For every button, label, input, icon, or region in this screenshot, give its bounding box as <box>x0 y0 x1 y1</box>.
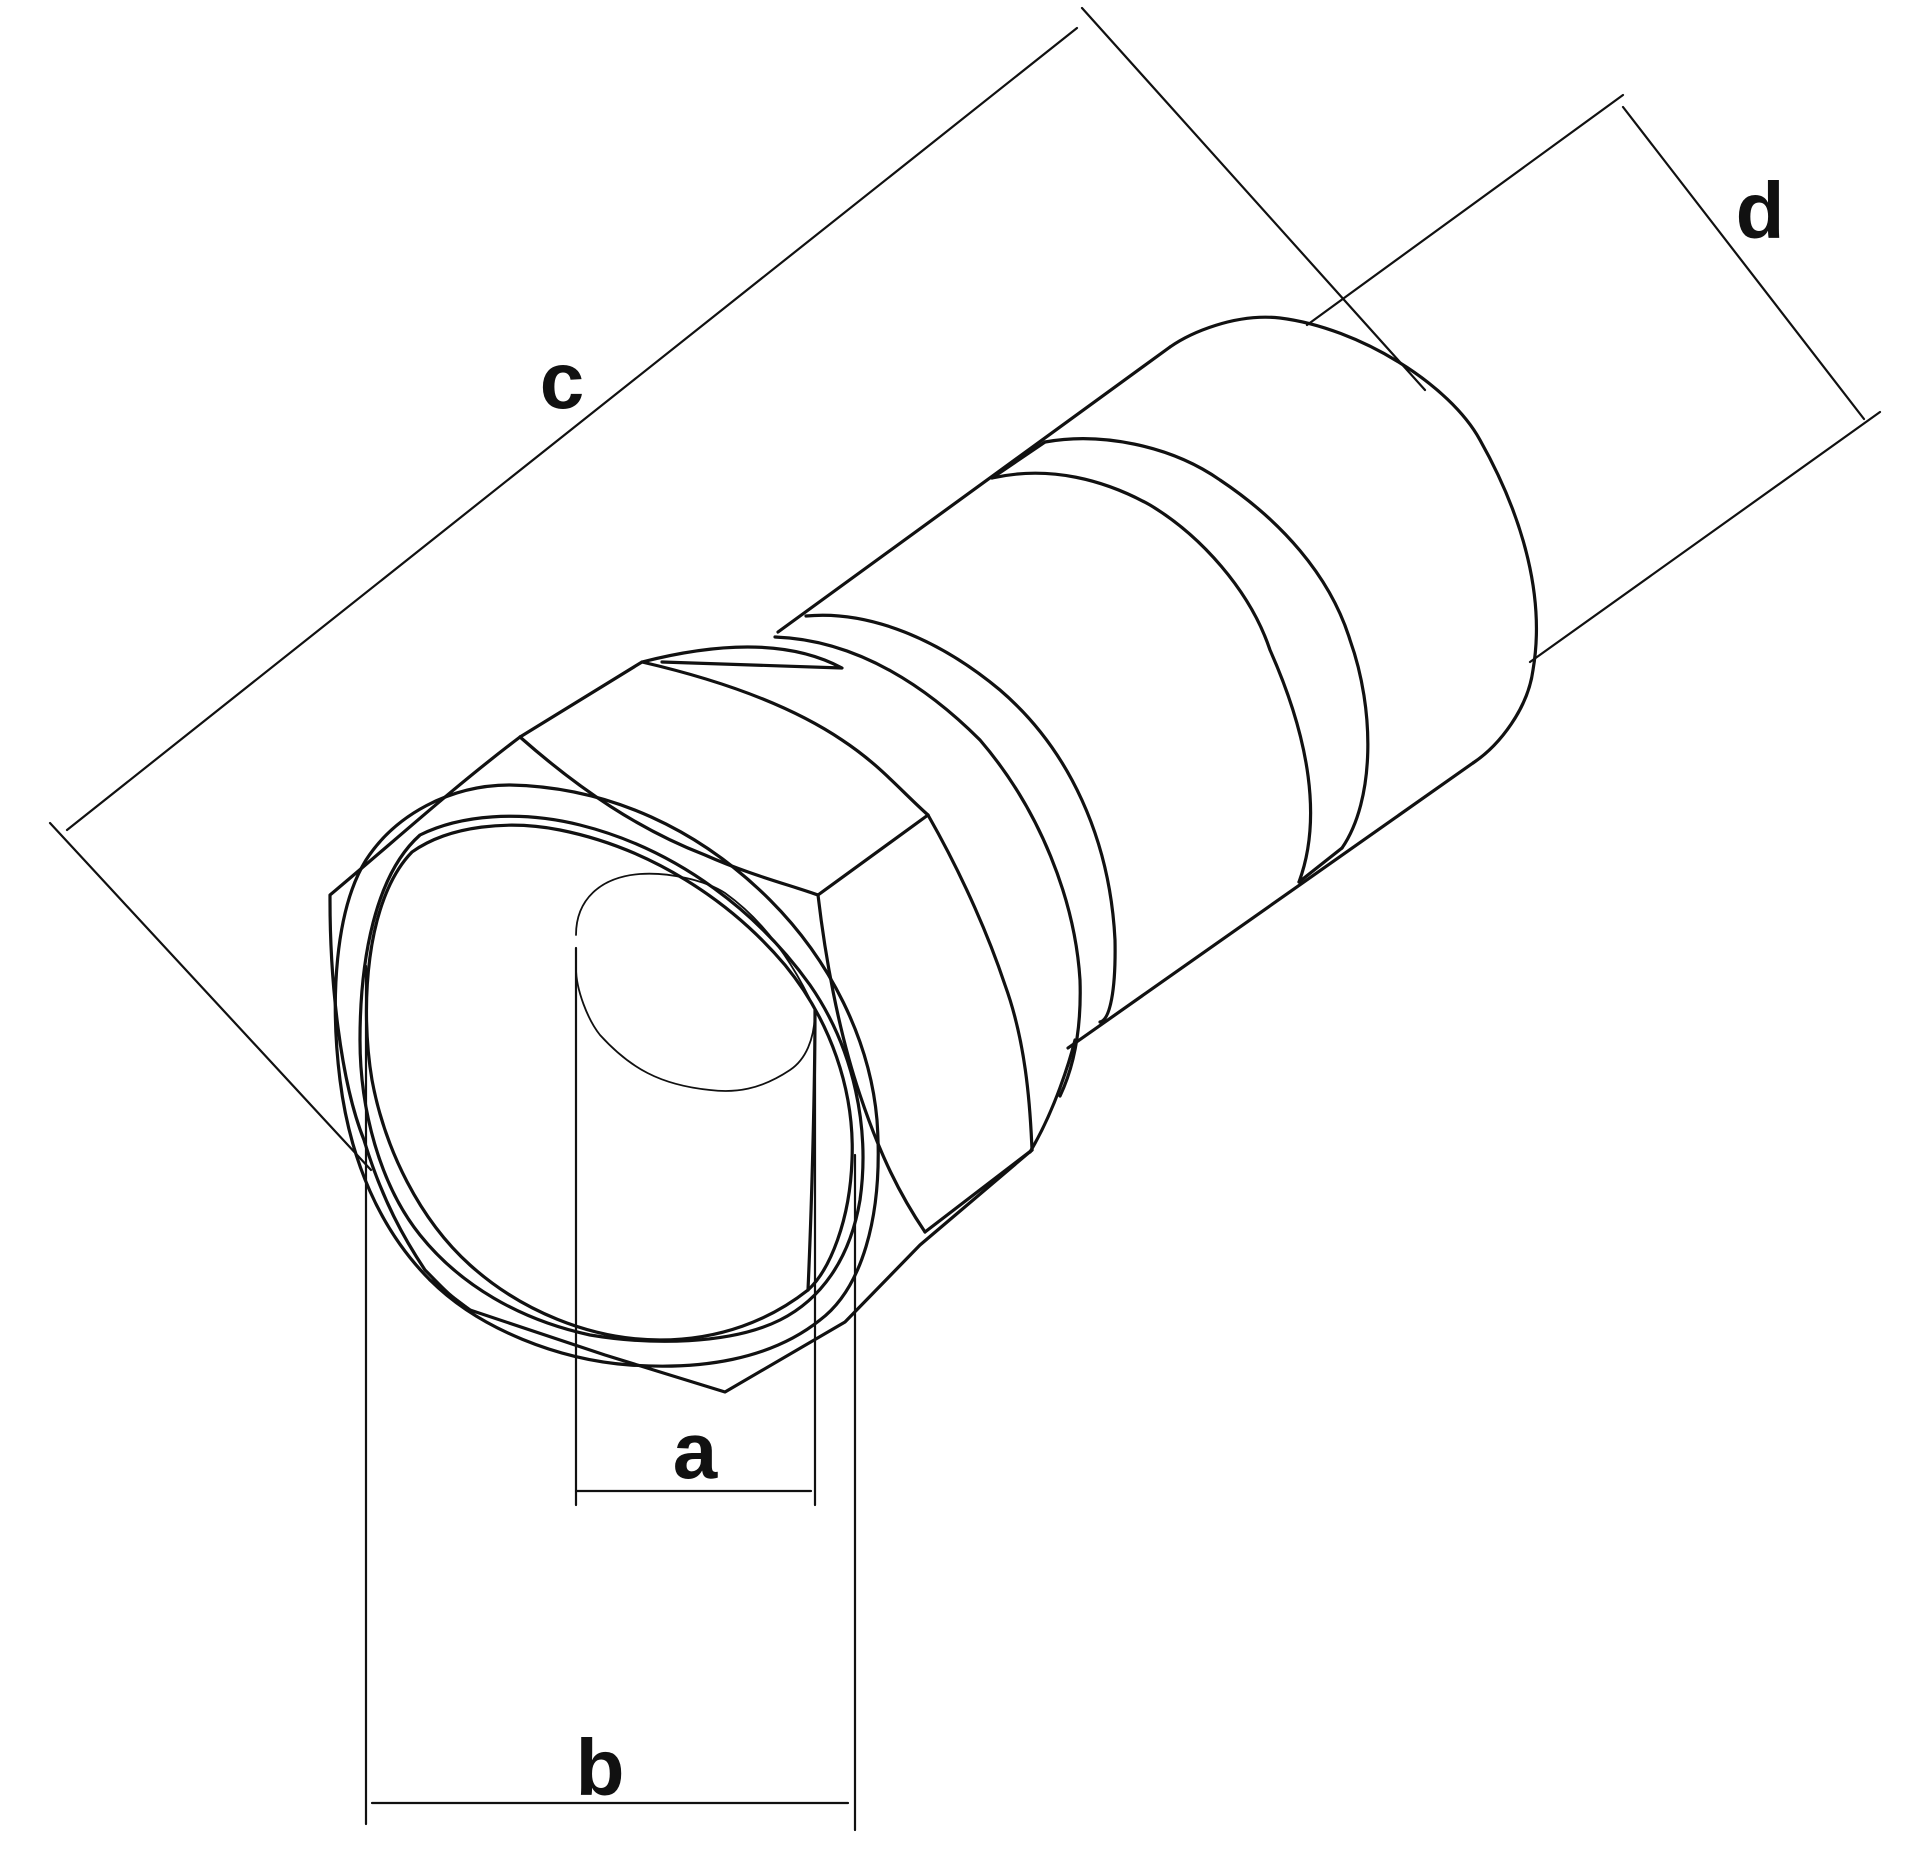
band-front-outer <box>804 613 1117 1024</box>
extension-line-d-bottom <box>1528 410 1882 664</box>
dimension-line-d <box>1621 105 1866 421</box>
inner-bore <box>575 872 817 1292</box>
pipe-body <box>776 315 1539 1050</box>
hex-to-band-edge <box>1028 1038 1077 1154</box>
hex-nut <box>328 645 1077 1394</box>
hex-right-top-edge <box>816 813 930 897</box>
front-face <box>333 783 880 1368</box>
pipe-bands <box>773 437 1370 1098</box>
extension-line-d-top <box>1305 93 1625 327</box>
extension-line-c-right <box>1080 6 1427 392</box>
band-front-inner <box>773 635 1082 1098</box>
band-rear-inner <box>990 471 1313 884</box>
front-ring-middle <box>358 814 865 1343</box>
hex-top-face <box>518 645 844 739</box>
pipe-end-cap <box>1168 315 1539 765</box>
label-a: a <box>673 1406 718 1495</box>
hex-right-face <box>926 813 1034 1154</box>
front-ring-outer <box>333 783 880 1368</box>
bore-right-edge <box>806 1008 817 1292</box>
hex-left-side <box>328 735 522 1312</box>
pipe-top-edge <box>776 345 1172 634</box>
label-d: d <box>1736 166 1785 255</box>
label-b: b <box>576 1723 625 1812</box>
bore-top-cap <box>575 872 816 1092</box>
dimension-labels: c d a b <box>540 166 1785 1812</box>
hex-mid-face <box>816 893 927 1234</box>
hex-bottom-lower-edge <box>428 1148 1034 1394</box>
hex-top-edge <box>640 660 930 817</box>
front-ring-inner <box>364 823 854 1342</box>
label-c: c <box>540 336 585 425</box>
band-rear-outer <box>1043 437 1370 850</box>
extension-line-c-left <box>48 821 373 1172</box>
band-rear-connector-top <box>990 440 1047 480</box>
hex-upper-left-edge <box>518 735 820 897</box>
band-rear-connector-bottom <box>1297 846 1344 884</box>
dimension-lines <box>48 6 1882 1832</box>
dimension-line-c <box>65 26 1079 832</box>
pipe-bottom-edge <box>1066 761 1475 1050</box>
